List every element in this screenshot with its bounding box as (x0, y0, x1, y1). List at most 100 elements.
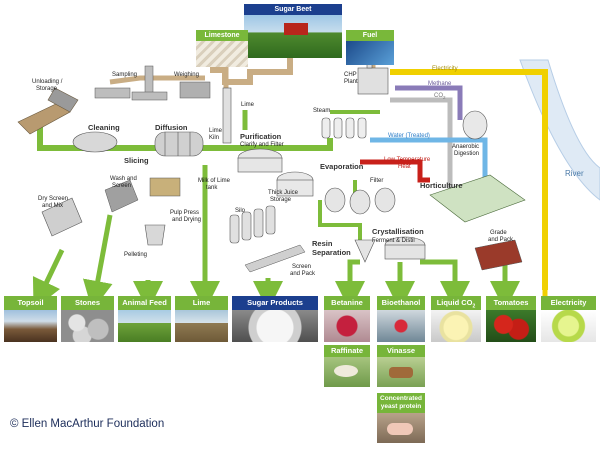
product-label-text: Sugar Products (247, 298, 303, 307)
label-diffusion: Diffusion (155, 123, 188, 132)
label-chp-2: Plant (344, 79, 358, 85)
label-ferment: Ferment & Distil (372, 238, 415, 244)
yeast-line-2: yeast protein (380, 403, 422, 410)
evaporators (321, 117, 367, 139)
label-co2-text: CO (434, 93, 443, 99)
label-storage: Storage (36, 86, 58, 92)
label-grade-pack-1: Grade (490, 230, 507, 236)
product-photo-electricity (541, 310, 596, 342)
label-dry-screen-1: Dry Screen (38, 196, 69, 202)
raffinate-photo (324, 357, 370, 387)
sugar-beet-title: Sugar Beet (244, 4, 342, 15)
product-label-stones: Stones (61, 296, 114, 310)
harvester-shape (284, 23, 308, 35)
product-label-text: Electricity (550, 298, 587, 307)
weighing-equipment (179, 81, 211, 99)
product-label-lime: Lime (175, 296, 228, 310)
label-anaerobic-1: Anaerobic (452, 144, 480, 150)
byproduct-vinasse: Vinasse (377, 345, 425, 357)
label-low-temp-1: Low Temperature (384, 157, 431, 163)
copyright-credit: © Ellen MacArthur Foundation (10, 418, 165, 430)
label-cleaning: Cleaning (88, 123, 120, 132)
label-slicing: Slicing (124, 156, 149, 165)
label-screen-pack-1: Screen (292, 264, 312, 270)
limestone-photo (196, 41, 248, 67)
product-label-topsoil: Topsoil (4, 296, 57, 310)
silos (229, 205, 276, 244)
label-methane: Methane (428, 81, 452, 87)
label-lime-arrow: Lime (241, 102, 255, 108)
product-photo-animal-feed (118, 310, 171, 342)
vinasse-photo (377, 357, 425, 387)
product-label-text: Betanine (331, 298, 363, 307)
co2-line (390, 97, 453, 200)
label-screen-pack-2: and Pack (290, 271, 316, 277)
product-photo-stones (61, 310, 114, 342)
label-milk-of-lime-2: tank (206, 185, 218, 191)
label-chp-1: CHP (344, 72, 357, 78)
label-crystallisation: Crystallisation (372, 227, 424, 236)
label-thick-juice-1: Thick Juice (268, 190, 299, 196)
label-dry-screen-2: and Mix (42, 203, 64, 209)
electricity-line (390, 69, 548, 290)
product-label-tomatoes: Tomatoes (486, 296, 536, 310)
sampling-equipment (94, 65, 168, 101)
label-pelleting: Pelleting (124, 252, 148, 258)
label-lime-kiln-2: Kiln (209, 135, 220, 141)
arrow-stones (82, 214, 113, 311)
label-grade-pack-2: and Pack (488, 237, 514, 243)
label-horticulture: Horticulture (420, 181, 463, 190)
label-thick-juice-2: Storage (270, 197, 292, 203)
arrow-liquid-co2 (420, 259, 470, 311)
cow-shape (389, 367, 413, 378)
product-photo-topsoil (4, 310, 57, 342)
product-photo-tomatoes (486, 310, 536, 342)
product-label-text: Liquid CO (436, 298, 473, 307)
label-lime-kiln-1: Lime (209, 128, 223, 134)
label-resin-2: Separation (312, 248, 351, 257)
label-water-treated: Water (Treated) (388, 133, 430, 139)
grade-pack-tray (474, 239, 523, 271)
label-silo: Silo (235, 208, 246, 214)
product-photo-betanine (324, 310, 370, 342)
heat-line (360, 159, 430, 183)
label-resin-1: Resin (312, 239, 333, 248)
product-label-text: Animal Feed (122, 298, 167, 307)
resin-line (318, 200, 362, 240)
dry-screen-drum (41, 197, 83, 237)
river-shape (519, 59, 600, 201)
process-line-right (180, 138, 333, 151)
product-photo-liquid-co2 (431, 310, 481, 342)
arrow-topsoil (32, 248, 65, 310)
limestone-label: Limestone (196, 30, 248, 41)
byproduct-yeast: Concentrated yeast protein (377, 393, 425, 413)
label-river: River (565, 169, 584, 178)
water-line (370, 137, 488, 190)
thick-juice-tank (276, 171, 314, 197)
label-wash-1: Wash and (110, 176, 137, 182)
label-pulp-1: Pulp Press (170, 210, 200, 216)
purification-tank (237, 148, 283, 173)
crystallisation-vessel (354, 239, 376, 263)
wash-screen-pile (104, 179, 139, 213)
methane-line (395, 85, 463, 120)
product-photo-sugar-products (232, 310, 318, 342)
label-low-temp-2: Heat (398, 164, 411, 170)
conveyor-to-sampling (109, 75, 205, 85)
diffusion-tank (154, 131, 204, 157)
product-label-electricity: Electricity (541, 296, 596, 310)
product-label-betanine: Betanine (324, 296, 370, 310)
label-steam: Steam (313, 108, 331, 114)
fuel-label: Fuel (346, 30, 394, 41)
ferment-tank (384, 236, 426, 260)
product-label-animal-feed: Animal Feed (118, 296, 171, 310)
label-wash-2: Screen (112, 183, 132, 189)
product-label-text: Bioethanol (381, 298, 421, 307)
screen-pack-conveyor (244, 244, 306, 273)
label-weighing: Weighing (174, 72, 199, 78)
unloading-storage-equipment (17, 87, 79, 135)
product-label-text: Tomatoes (493, 298, 529, 307)
cleaning-drum (72, 131, 118, 153)
